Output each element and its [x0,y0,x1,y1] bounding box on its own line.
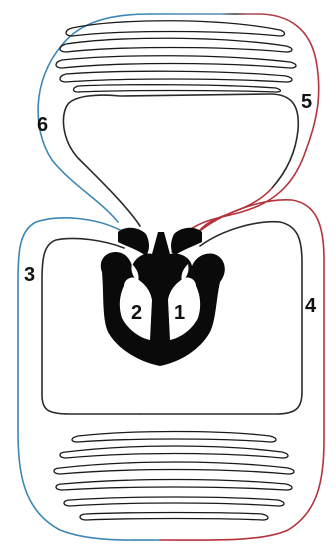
pulmonary-loop-top-outer [150,14,319,150]
upper-capillary-1 [66,21,285,36]
upper-capillary-2 [60,38,292,52]
upper-capillary-5 [74,85,281,92]
label-2: 2 [131,303,142,323]
lower-capillary-6 [80,513,268,521]
upper-capillary-4 [60,71,292,82]
left-atrium [118,228,149,256]
pulmonary-vein-left-inner [63,94,298,226]
pulmonary-vein-left-outer [38,14,150,222]
lower-capillary-bed [54,432,294,521]
label-6: 6 [37,115,48,135]
label-5: 5 [301,92,312,112]
upper-capillary-bed [56,21,296,92]
lower-capillary-5 [64,497,284,506]
lower-capillary-3 [54,462,294,474]
label-1: 1 [174,303,185,323]
heart [101,228,225,366]
lower-capillary-1 [72,432,276,443]
systemic-artery-right-outer [160,200,324,540]
upper-capillary-3 [56,56,296,68]
lower-capillary-4 [56,480,292,491]
lower-capillary-2 [60,446,288,458]
label-3: 3 [24,265,35,285]
right-atrium [171,228,202,256]
septum [156,250,164,362]
pulmonary-artery-inner [192,188,272,244]
label-4: 4 [305,296,316,316]
